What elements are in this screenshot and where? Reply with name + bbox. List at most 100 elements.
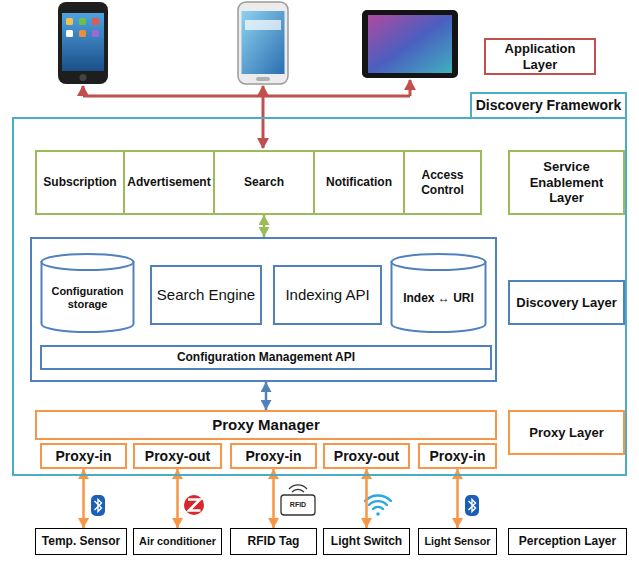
wifi-arc xyxy=(365,495,391,501)
node-label: Light Sensor xyxy=(423,535,493,548)
connector-arrow xyxy=(272,469,275,528)
cylinder-body xyxy=(42,262,134,332)
layer-label-box: Proxy Layer xyxy=(508,410,625,455)
node-label: Proxy-in xyxy=(427,448,487,465)
layer-label-box: Perception Layer xyxy=(508,528,627,555)
arrow-line xyxy=(409,80,412,96)
layer-label-box: Service Enablement Layer xyxy=(508,150,625,215)
node-label: Notification xyxy=(324,175,394,189)
node-label: Search xyxy=(242,175,286,189)
service-box: Access Control xyxy=(403,150,482,215)
storage-cylinder: Index ↔ URI xyxy=(390,253,487,333)
node-label: Service Enablement Layer xyxy=(510,159,623,206)
node-label: Perception Layer xyxy=(517,534,618,548)
icon-label: RFID xyxy=(283,500,313,510)
node-label: Proxy-in xyxy=(53,448,113,465)
device-box: Air conditioner xyxy=(133,528,222,555)
home-button xyxy=(80,74,87,81)
bluetooth-rune xyxy=(469,500,476,512)
phone-body xyxy=(238,2,288,84)
app-icon xyxy=(66,18,73,25)
application-arrows xyxy=(83,80,410,148)
node-label: Air conditioner xyxy=(137,535,218,548)
bluetooth-icon xyxy=(465,495,479,516)
rfid-icon xyxy=(281,485,315,515)
home-button xyxy=(256,77,270,81)
service-box: Advertisement xyxy=(123,150,215,215)
api-bar: Configuration Management API xyxy=(40,345,492,370)
smartphone-icon xyxy=(238,2,288,84)
discovery-container: Configuration storage Search Engine Indexi… xyxy=(30,237,497,382)
node-label: Proxy Layer xyxy=(527,425,605,441)
arrow-line xyxy=(262,86,265,96)
connector-arrow xyxy=(176,469,179,528)
bluetooth-badge xyxy=(91,495,105,516)
wifi-dot xyxy=(376,512,380,516)
phone-screen xyxy=(62,13,104,71)
node-label: Configuration Management API xyxy=(175,350,357,364)
node-label: Temp. Sensor xyxy=(40,534,122,548)
node-label: Proxy-out xyxy=(143,448,212,465)
phone-body xyxy=(58,2,108,84)
rfid-wave xyxy=(292,489,304,492)
layer-label-box: Application Layer xyxy=(484,38,596,75)
device-box: RFID Tag xyxy=(230,528,317,555)
node-label: Indexing API xyxy=(283,286,371,304)
device-box: Light Sensor xyxy=(418,528,497,555)
node-label: Discovery Layer xyxy=(514,295,618,311)
framework-frame: Discovery FrameworkSubscriptionAdvertise… xyxy=(12,117,627,476)
proxy-manager-box: Proxy Manager xyxy=(35,410,497,440)
proxy-box: Proxy-out xyxy=(133,443,222,469)
wifi-arc xyxy=(369,501,387,505)
node-label: Subscription xyxy=(41,175,118,189)
framework-tab: Discovery Framework xyxy=(470,92,627,119)
proxy-box: Proxy-in xyxy=(418,443,497,469)
app-icon xyxy=(92,18,99,25)
wifi-arc xyxy=(373,507,383,509)
device-box: Light Switch xyxy=(323,528,410,555)
service-box: Notification xyxy=(313,150,405,215)
node-label: Advertisement xyxy=(125,175,212,189)
connector-arrow xyxy=(265,382,268,410)
cylinder-top xyxy=(392,254,486,270)
node-label: Search Engine xyxy=(155,286,257,304)
smartphone-icon xyxy=(58,2,108,84)
proxy-box: Proxy-in xyxy=(230,443,317,469)
arrow-line xyxy=(82,86,85,96)
app-icon xyxy=(79,18,86,25)
service-box: Subscription xyxy=(35,150,125,215)
node-label: Light Switch xyxy=(329,534,404,548)
zigbee-circle xyxy=(184,495,204,515)
layer-label-box: Discovery Layer xyxy=(508,280,625,325)
storage-cylinder: Configuration storage xyxy=(40,253,135,333)
app-icon xyxy=(66,30,73,37)
wifi-icon xyxy=(365,495,391,515)
node-label: Proxy-out xyxy=(332,448,401,465)
component-box: Indexing API xyxy=(273,265,382,325)
arrow-line xyxy=(83,95,410,98)
node-label: Proxy Manager xyxy=(210,416,322,434)
tablet-icon xyxy=(362,10,458,78)
node-label: Access Control xyxy=(405,168,480,197)
node-label: Configuration storage xyxy=(40,285,135,311)
app-icon xyxy=(79,30,86,37)
proxy-box: Proxy-in xyxy=(40,443,127,469)
connector-arrow xyxy=(82,469,85,528)
node-label: Index ↔ URI xyxy=(401,291,476,305)
zigbee-z xyxy=(188,500,201,511)
connector-arrow xyxy=(456,469,459,528)
bluetooth-badge xyxy=(465,495,479,516)
cylinder-top xyxy=(42,254,134,270)
cylinder-body xyxy=(392,262,486,332)
node-label: RFID Tag xyxy=(246,534,302,548)
rfid-wave xyxy=(289,485,307,489)
frame-title: Discovery Framework xyxy=(474,97,624,114)
node-label: Application Layer xyxy=(486,41,594,72)
device-box: Temp. Sensor xyxy=(35,528,127,555)
service-box: Search xyxy=(213,150,315,215)
phone-screen xyxy=(242,11,285,74)
component-box: Search Engine xyxy=(150,265,262,325)
widget xyxy=(245,20,281,30)
arrow-line xyxy=(262,96,265,148)
